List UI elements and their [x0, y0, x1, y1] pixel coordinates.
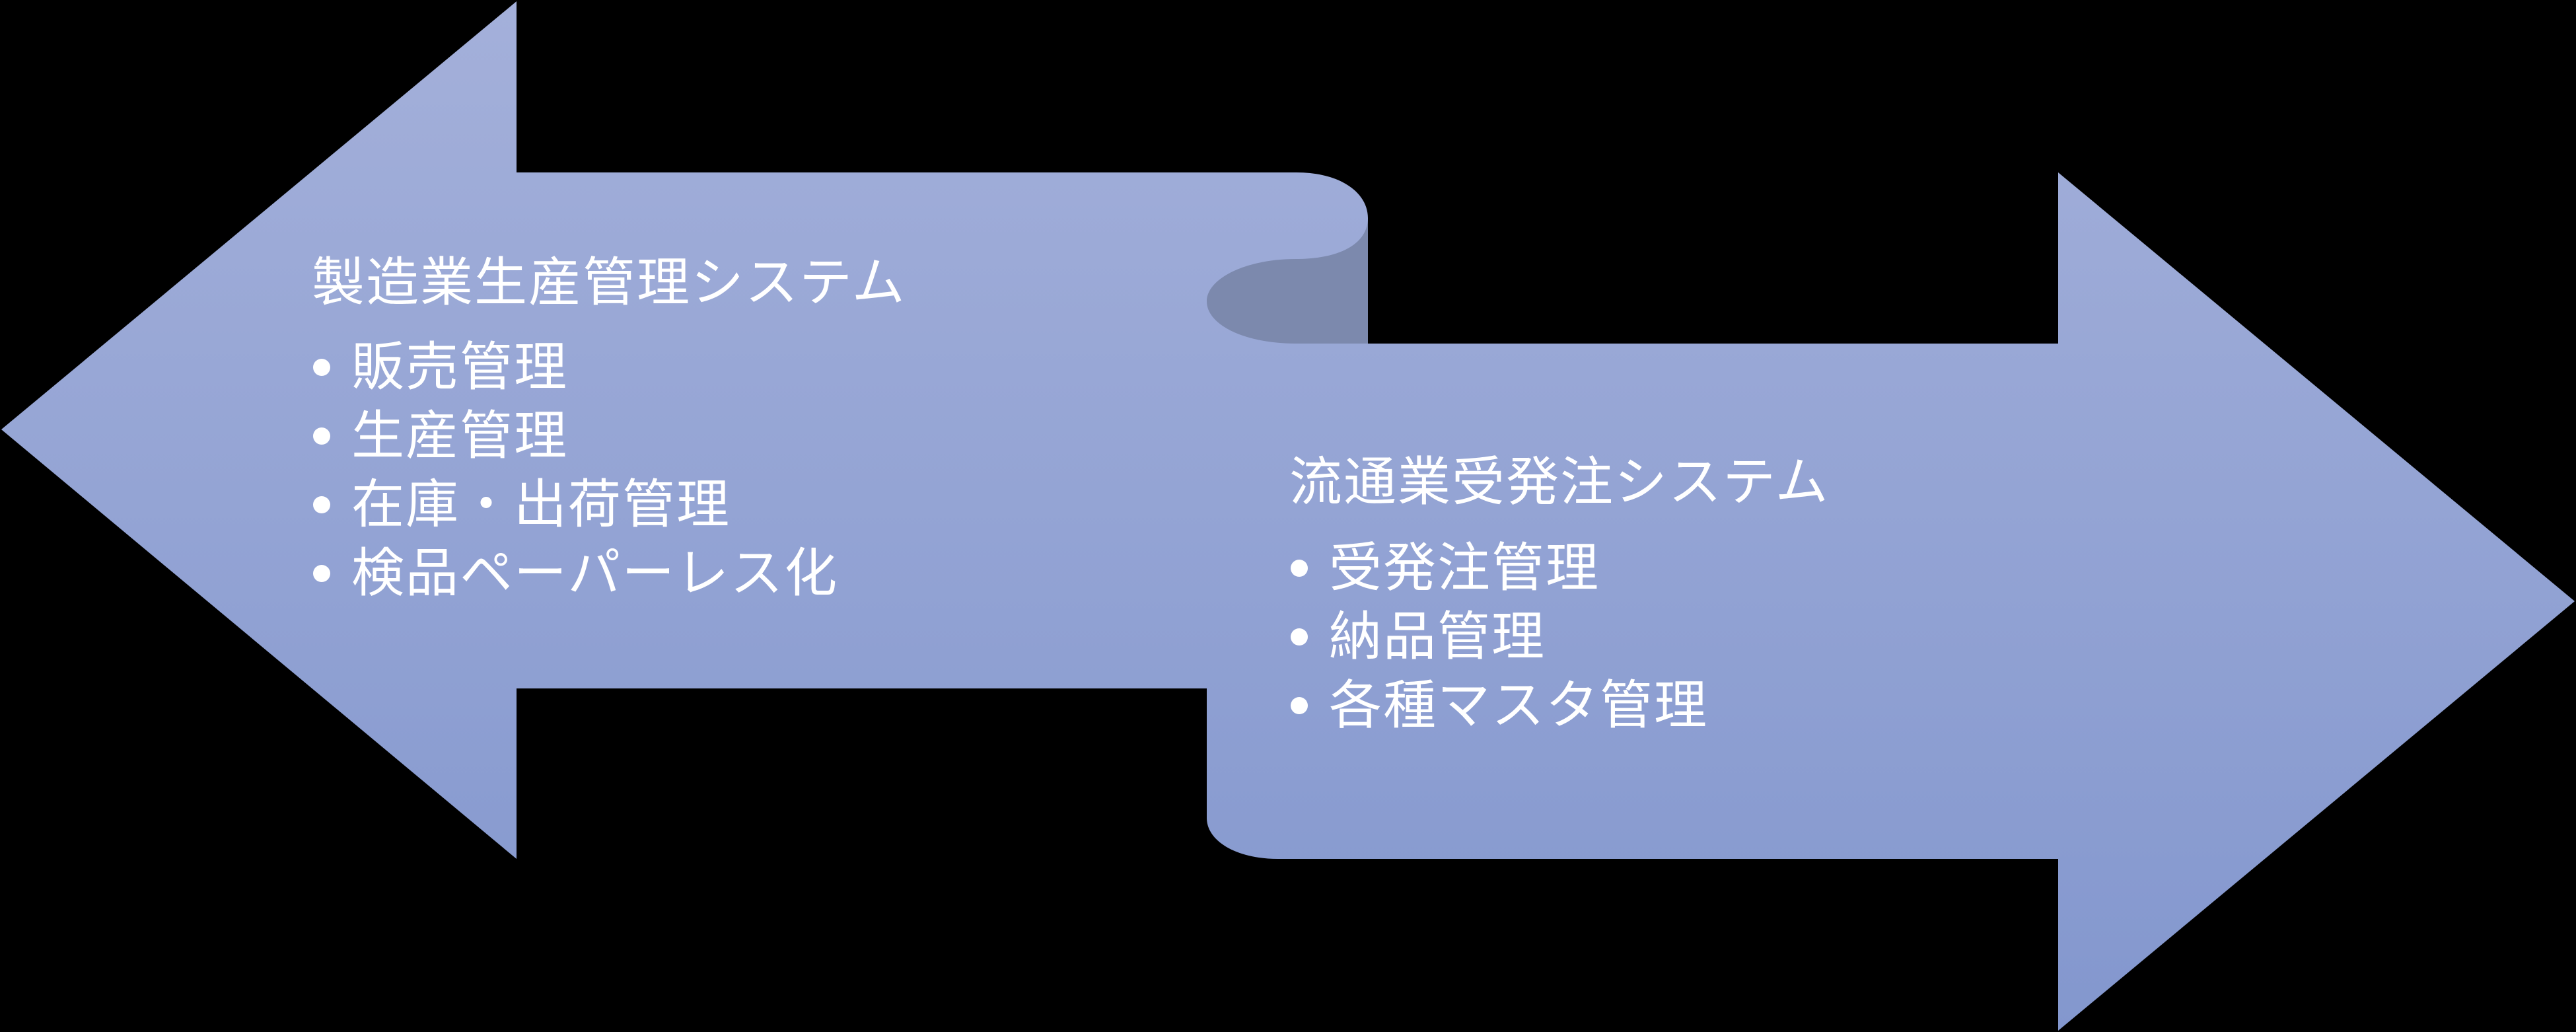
- bullet-icon: [313, 496, 330, 513]
- bullet-icon: [313, 427, 330, 445]
- right-arrow-list: 受発注管理 納品管理 各種マスタ管理: [1289, 534, 1830, 740]
- list-item-label: 販売管理: [351, 336, 568, 398]
- bullet-icon: [1291, 560, 1308, 577]
- left-arrow-list: 販売管理 生産管理 在庫・出荷管理 検品ペーパーレス化: [312, 333, 906, 608]
- list-item-label: 各種マスタ管理: [1329, 675, 1708, 736]
- list-item: 販売管理: [312, 333, 906, 402]
- list-item-label: 生産管理: [351, 405, 568, 466]
- list-item-label: 検品ペーパーレス化: [351, 542, 839, 604]
- bullet-icon: [313, 565, 330, 582]
- list-item: 受発注管理: [1289, 534, 1830, 603]
- bullet-icon: [1291, 697, 1308, 714]
- list-item: 納品管理: [1289, 603, 1830, 671]
- bullet-icon: [1291, 628, 1308, 645]
- right-arrow-content: 流通業受発注システム 受発注管理 納品管理 各種マスタ管理: [1289, 449, 1830, 740]
- list-item: 各種マスタ管理: [1289, 671, 1830, 740]
- right-arrow-title: 流通業受発注システム: [1289, 451, 1830, 513]
- list-item: 在庫・出荷管理: [312, 470, 906, 539]
- fold-shadow: [1207, 218, 1368, 344]
- list-item-label: 納品管理: [1329, 606, 1546, 667]
- list-item: 生産管理: [312, 402, 906, 470]
- left-arrow-content: 製造業生産管理システム 販売管理 生産管理 在庫・出荷管理 検品ペーパーレス化: [312, 250, 906, 608]
- left-arrow-title: 製造業生産管理システム: [312, 252, 906, 313]
- bullet-icon: [313, 359, 330, 376]
- left-arrow-shape: [1, 1, 1368, 859]
- list-item-label: 受発注管理: [1329, 537, 1600, 599]
- list-item: 検品ペーパーレス化: [312, 539, 906, 608]
- list-item-label: 在庫・出荷管理: [351, 474, 731, 535]
- right-arrow-shape: [1207, 172, 2575, 1031]
